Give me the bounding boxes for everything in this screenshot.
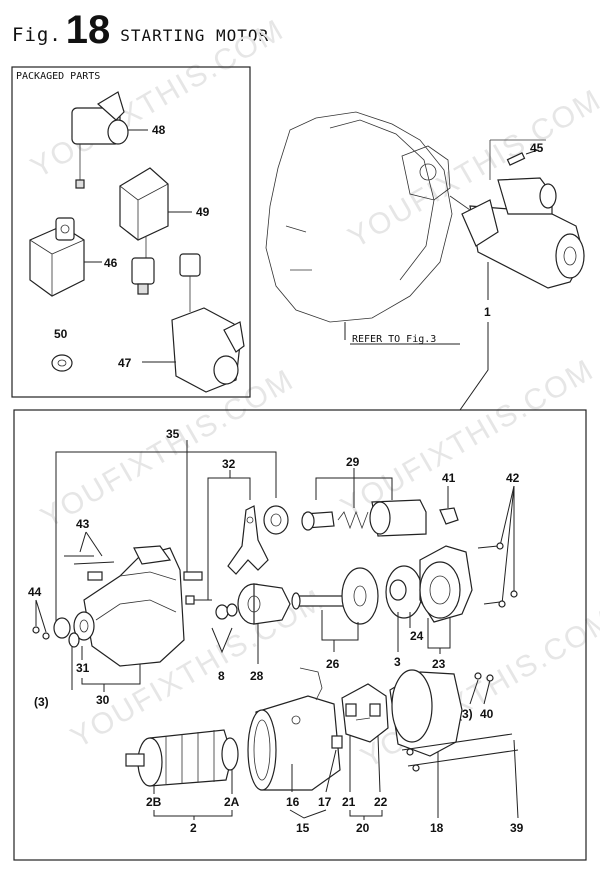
callout-49: 49 bbox=[196, 205, 210, 219]
callout-32: 32 bbox=[222, 457, 236, 471]
callout-31: 31 bbox=[76, 661, 90, 675]
callout-15: 15 bbox=[296, 821, 310, 835]
part-41-nut bbox=[439, 507, 459, 525]
callout-50: 50 bbox=[54, 327, 68, 341]
part-8-washers bbox=[215, 603, 238, 620]
callout-8: 8 bbox=[218, 669, 225, 683]
part-44-screws bbox=[32, 626, 50, 640]
packaged-parts-label: PACKAGED PARTS bbox=[16, 71, 100, 82]
part-15-yoke bbox=[247, 667, 343, 791]
callout-21: 21 bbox=[342, 795, 356, 809]
callout-28: 28 bbox=[250, 669, 264, 683]
callout-22: 22 bbox=[374, 795, 388, 809]
callout-1: 1 bbox=[484, 305, 491, 319]
part-35-fittings bbox=[183, 571, 212, 605]
part-18-rear-cover bbox=[389, 669, 463, 757]
callout-45: 45 bbox=[530, 141, 544, 155]
callout-44: 44 bbox=[28, 585, 42, 599]
svg-text:YOUFIXTHIS.COM: YOUFIXTHIS.COM bbox=[335, 353, 599, 525]
callout-47: 47 bbox=[118, 356, 132, 370]
figure-prefix: Fig. bbox=[12, 24, 62, 46]
callout-3-paren-left: (3) bbox=[34, 695, 49, 709]
callout-26: 26 bbox=[326, 657, 340, 671]
callout-42: 42 bbox=[506, 471, 520, 485]
part-42-screws bbox=[477, 542, 518, 608]
part-29-plunger bbox=[301, 499, 427, 537]
part-2-armature bbox=[125, 729, 239, 787]
callout-24: 24 bbox=[410, 629, 424, 643]
callout-41: 41 bbox=[442, 471, 456, 485]
part-39-through-bolts bbox=[401, 733, 519, 772]
callout-17: 17 bbox=[318, 795, 332, 809]
part-30-drive-housing bbox=[53, 545, 185, 667]
part-49-timer bbox=[119, 167, 192, 295]
callout-29: 29 bbox=[346, 455, 360, 469]
callout-48: 48 bbox=[152, 123, 166, 137]
svg-text:YOUFIXTHIS.COM: YOUFIXTHIS.COM bbox=[35, 363, 299, 535]
engine-flywheel-housing bbox=[265, 111, 453, 323]
callout-40: 40 bbox=[480, 707, 494, 721]
callout-2: 2 bbox=[190, 821, 197, 835]
figure-title: STARTING MOTOR bbox=[120, 26, 270, 45]
packaged-parts-box bbox=[11, 66, 251, 398]
part-32-shift-lever bbox=[227, 505, 269, 575]
figure-number: 18 bbox=[65, 8, 111, 52]
callout-46: 46 bbox=[104, 256, 118, 270]
callout-30: 30 bbox=[96, 693, 110, 707]
callout-3: 3 bbox=[394, 655, 401, 669]
refer-note: REFER TO Fig.3 bbox=[352, 334, 436, 345]
part-20-brush-holder bbox=[341, 683, 389, 743]
callout-43: 43 bbox=[76, 517, 90, 531]
part-28-clutch bbox=[237, 583, 291, 625]
part-40-screws bbox=[474, 672, 494, 682]
part-35-cover bbox=[263, 505, 289, 535]
part-48-relay bbox=[71, 91, 148, 189]
exploded-view-box bbox=[13, 409, 587, 861]
callout-2B: 2B bbox=[146, 795, 162, 809]
part-47-switch bbox=[142, 253, 245, 393]
callout-16: 16 bbox=[286, 795, 300, 809]
part-46-relay bbox=[29, 217, 102, 297]
callout-2A: 2A bbox=[224, 795, 240, 809]
callout-18: 18 bbox=[430, 821, 444, 835]
part-45-bolt bbox=[506, 149, 539, 166]
callout-20: 20 bbox=[356, 821, 370, 835]
starter-assembly bbox=[449, 177, 585, 289]
callout-39: 39 bbox=[510, 821, 524, 835]
callout-23: 23 bbox=[432, 657, 446, 671]
part-26-shaft bbox=[291, 567, 379, 625]
part-23-end-cover bbox=[419, 545, 473, 623]
part-24-cover bbox=[385, 565, 423, 619]
part-50-washer bbox=[51, 354, 73, 372]
callout-35: 35 bbox=[166, 427, 180, 441]
part-43-bolts bbox=[64, 555, 115, 581]
figure-header: Fig. 18 STARTING MOTOR bbox=[12, 6, 269, 50]
